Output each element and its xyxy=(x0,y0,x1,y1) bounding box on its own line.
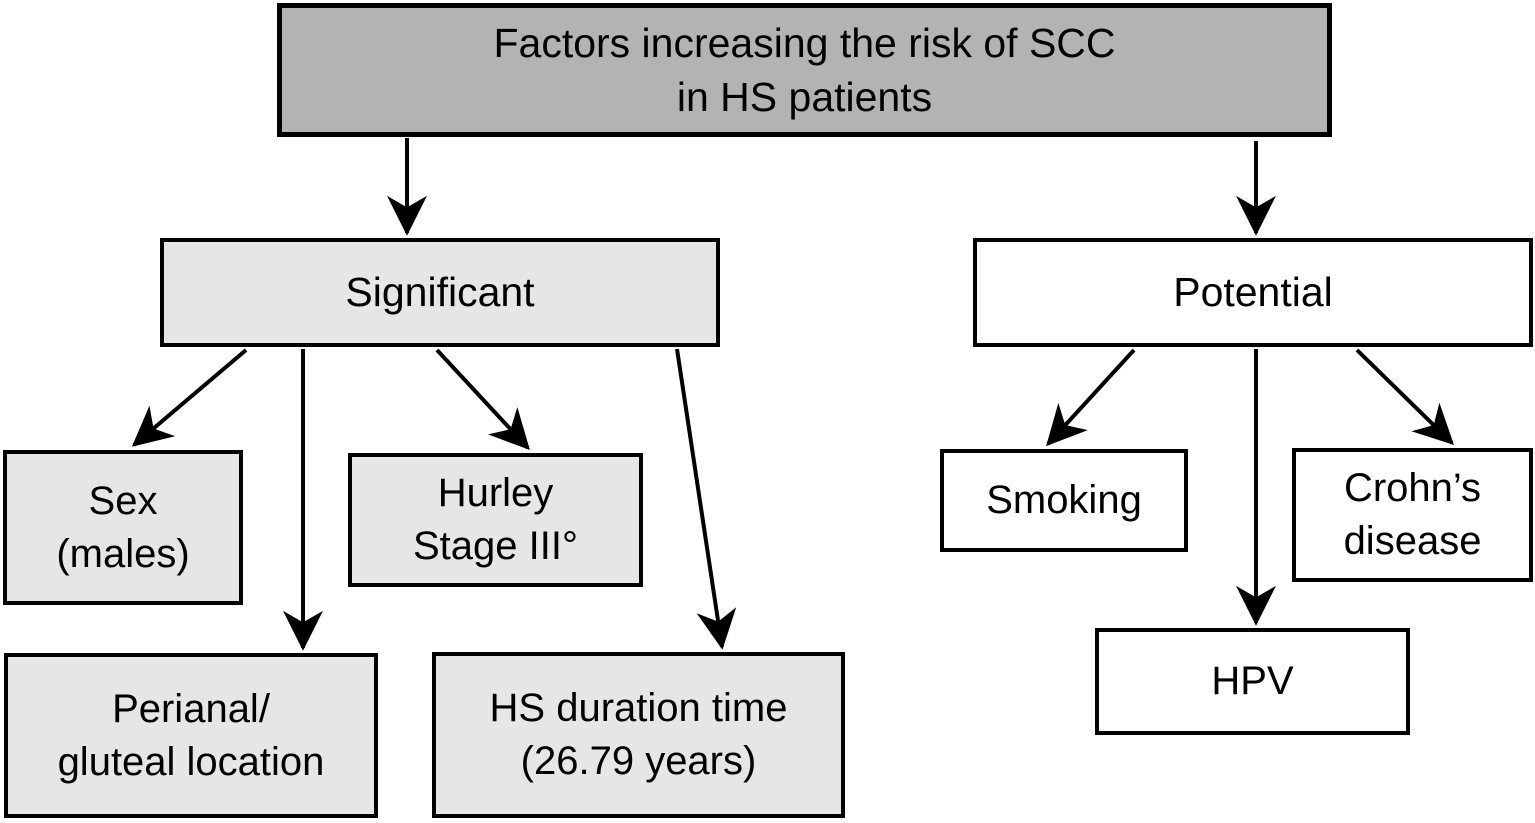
node-hpv: HPV xyxy=(1095,628,1410,735)
node-crohns-line1: Crohn’s xyxy=(1343,466,1482,511)
node-hs-duration: HS duration time (26.79 years) xyxy=(432,652,845,818)
node-perianal-gluteal: Perianal/ gluteal location xyxy=(4,653,378,818)
node-duration-line1: HS duration time xyxy=(489,686,788,731)
node-perianal-line2: gluteal location xyxy=(57,739,325,784)
node-significant: Significant xyxy=(160,238,720,347)
node-sex-line2: (males) xyxy=(56,531,190,576)
node-smoking-label: Smoking xyxy=(986,478,1142,523)
arrow-potential-to-smoking xyxy=(1046,348,1136,447)
arrow-significant-to-duration xyxy=(675,348,737,650)
node-hurley-line1: Hurley xyxy=(437,471,554,516)
node-sex-line1: Sex xyxy=(88,478,158,523)
node-hurley-line2: Stage III° xyxy=(413,524,578,568)
node-root-line2: in HS patients xyxy=(676,74,933,120)
node-root-line1: Factors increasing the risk of SCC xyxy=(493,19,1116,66)
node-crohns-line2: disease xyxy=(1343,519,1482,563)
node-hpv-label: HPV xyxy=(1211,659,1294,704)
node-significant-label: Significant xyxy=(345,269,535,316)
arrow-significant-to-sex xyxy=(131,348,248,447)
arrow-significant-to-hurley xyxy=(435,348,530,451)
node-root-factors: Factors increasing the risk of SCC in HS… xyxy=(277,3,1332,137)
node-perianal-line1: Perianal/ xyxy=(112,686,270,731)
node-potential-label: Potential xyxy=(1173,269,1333,316)
node-sex-males: Sex (males) xyxy=(3,450,243,605)
node-smoking: Smoking xyxy=(940,449,1188,552)
node-duration-line2: (26.79 years) xyxy=(520,739,757,783)
node-hurley-stage: Hurley Stage III° xyxy=(348,453,643,587)
node-potential: Potential xyxy=(973,238,1533,347)
arrow-potential-to-crohns xyxy=(1355,348,1455,445)
node-crohns-disease: Crohn’s disease xyxy=(1292,448,1533,582)
